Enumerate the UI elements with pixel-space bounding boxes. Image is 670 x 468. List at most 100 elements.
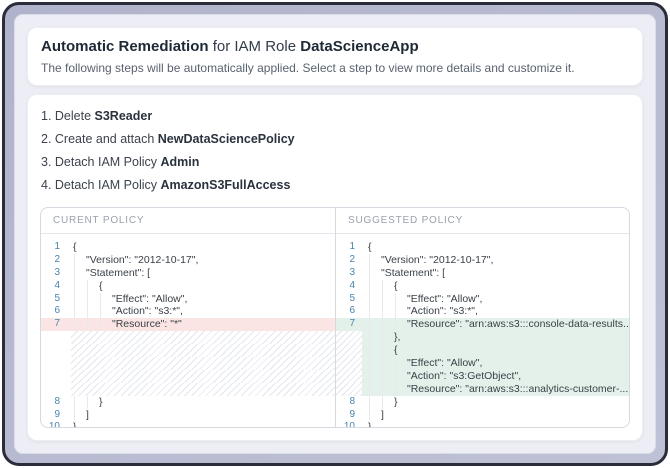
code-line: { <box>336 344 629 358</box>
remediation-card: 1. Delete S3Reader 2. Create and attach N… <box>27 94 643 441</box>
line-number: 5 <box>349 292 355 304</box>
code-text: }, <box>362 331 629 345</box>
line-number: 7 <box>54 318 60 330</box>
line-number: 8 <box>349 395 355 407</box>
line-number <box>336 382 362 396</box>
code-text <box>67 344 335 358</box>
suggested-policy-header: SUGGESTED POLICY <box>336 208 629 234</box>
code-line: 1{ <box>41 241 335 254</box>
code-line: "Effect": "Allow", <box>336 357 629 370</box>
code-text: "Resource": "arn:aws:s3:::console-data-r… <box>362 318 629 332</box>
code-line: 10} <box>336 421 629 427</box>
code-line: 10} <box>41 421 335 427</box>
code-text: ] <box>67 408 335 422</box>
code-line: 3 "Statement": [ <box>336 266 629 280</box>
line-number: 7 <box>349 318 355 330</box>
line-number: 3 <box>349 266 355 278</box>
page-subtitle: The following steps will be automaticall… <box>41 61 575 75</box>
code-text: } <box>362 421 629 427</box>
current-policy-code: 1{2"Version": "2012-10-17",3"Statement":… <box>41 234 335 427</box>
title-bold-remediation: Automatic Remediation <box>41 38 209 55</box>
step-target-name: NewDataSciencePolicy <box>157 132 295 146</box>
line-number: 2 <box>54 253 60 265</box>
line-number: 4 <box>349 279 355 291</box>
code-line: 5"Effect": "Allow", <box>41 292 335 306</box>
code-text: { <box>73 241 77 253</box>
code-line: }, <box>336 331 629 345</box>
line-number: 4 <box>54 279 60 291</box>
code-text: { <box>362 344 629 358</box>
step-text: 2. Create and attach <box>41 132 158 146</box>
removed-lines-hatch <box>71 357 335 370</box>
line-number: 10 <box>48 421 60 427</box>
removed-lines-hatch <box>71 331 335 345</box>
code-text: "Resource": "arn:aws:s3:::analytics-cust… <box>362 382 629 396</box>
line-number: 9 <box>349 408 355 420</box>
code-text: "Effect": "Allow", <box>362 357 629 370</box>
line-number: 6 <box>349 305 355 317</box>
line-number: 1 <box>54 241 60 252</box>
code-line: 1{ <box>336 241 629 254</box>
code-line <box>41 357 335 370</box>
removed-lines-hatch <box>71 382 335 396</box>
suggested-policy-panel: SUGGESTED POLICY 1{2"Version": "2012-10-… <box>335 208 629 427</box>
code-text: { <box>67 279 335 293</box>
line-number: 9 <box>54 408 60 420</box>
remediation-step[interactable]: 4. Detach IAM Policy AmazonS3FullAccess <box>41 178 629 192</box>
code-text: "Action": "s3:*", <box>67 305 335 319</box>
line-number: 5 <box>54 292 60 304</box>
remediation-step[interactable]: 3. Detach IAM Policy Admin <box>41 155 629 169</box>
current-policy-panel: CURENT POLICY 1{2"Version": "2012-10-17"… <box>41 208 335 427</box>
title-role-name: DataScienceApp <box>300 38 419 55</box>
code-text: { <box>362 279 629 293</box>
title-regular: for IAM Role <box>208 38 301 55</box>
code-text: "Version": "2012-10-17", <box>362 253 629 267</box>
line-number: 3 <box>54 266 60 278</box>
step-target-name: AmazonS3FullAccess <box>160 178 291 192</box>
code-text: "Resource": "*" <box>67 318 335 332</box>
line-number <box>41 383 67 396</box>
code-line: 6"Action": "s3:*", <box>41 305 335 319</box>
code-line <box>41 369 335 383</box>
code-line: "Action": "s3:GetObject", <box>336 369 629 383</box>
code-line <box>41 382 335 396</box>
page-title: Automatic Remediation for IAM Role DataS… <box>41 38 629 56</box>
code-line: "Resource": "arn:aws:s3:::analytics-cust… <box>336 382 629 396</box>
code-text: ] <box>362 408 629 422</box>
code-text <box>67 382 335 396</box>
remediation-step[interactable]: 1. Delete S3Reader <box>41 109 629 123</box>
step-target-name: Admin <box>160 155 200 169</box>
code-text: "Action": "s3:*", <box>362 305 629 319</box>
line-number <box>336 331 362 345</box>
code-line: 8} <box>336 395 629 409</box>
step-text: 4. Detach IAM Policy <box>41 178 161 192</box>
code-text <box>67 357 335 370</box>
remediation-step[interactable]: 2. Create and attach NewDataSciencePolic… <box>41 132 629 146</box>
code-text: "Statement": [ <box>362 266 629 280</box>
code-text: "Statement": [ <box>67 266 335 280</box>
line-number <box>41 331 67 344</box>
removed-lines-hatch <box>71 369 335 383</box>
line-number <box>41 357 67 370</box>
code-text <box>67 369 335 383</box>
header-card: Automatic Remediation for IAM Role DataS… <box>27 27 643 86</box>
code-text: } <box>362 395 629 409</box>
code-line: 7 "Resource": "*" <box>41 318 335 332</box>
suggested-policy-code: 1{2"Version": "2012-10-17",3"Statement":… <box>336 234 629 427</box>
code-line: 7 "Resource": "arn:aws:s3:::console-data-… <box>336 318 629 332</box>
code-text: } <box>67 421 335 427</box>
step-text: 1. Delete <box>41 109 95 123</box>
line-number <box>336 344 362 358</box>
code-line: 4{ <box>41 279 335 293</box>
code-text <box>67 331 335 345</box>
line-number <box>41 370 67 383</box>
removed-lines-hatch <box>71 344 335 358</box>
code-text: { <box>368 241 372 253</box>
step-text: 3. Detach IAM Policy <box>41 155 161 169</box>
code-text: } <box>67 395 335 409</box>
line-number <box>336 357 362 370</box>
current-policy-header: CURENT POLICY <box>41 208 335 234</box>
code-line: 9] <box>41 408 335 422</box>
code-line: 2"Version": "2012-10-17", <box>41 253 335 267</box>
